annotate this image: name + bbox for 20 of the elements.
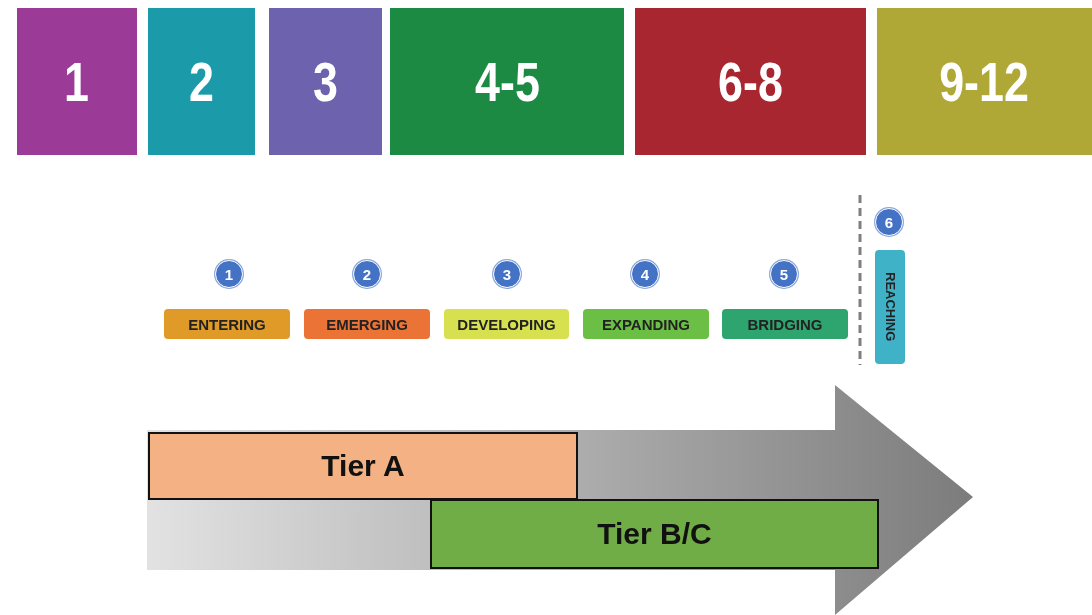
level-number-circle: 2 bbox=[353, 260, 381, 288]
level-bar: EXPANDING bbox=[583, 309, 709, 339]
grade-box: 6-8 bbox=[635, 8, 866, 155]
grade-box: 9-12 bbox=[877, 8, 1092, 155]
grade-box: 4-5 bbox=[390, 8, 624, 155]
grade-box: 3 bbox=[269, 8, 382, 155]
tier-bar: Tier A bbox=[148, 432, 578, 500]
level-bar: DEVELOPING bbox=[444, 309, 569, 339]
grade-box: 2 bbox=[148, 8, 255, 155]
level-number-circle: 5 bbox=[770, 260, 798, 288]
level-bar: ENTERING bbox=[164, 309, 290, 339]
tier-bar: Tier B/C bbox=[430, 499, 879, 569]
level-number-circle: 1 bbox=[215, 260, 243, 288]
level-number-circle: 4 bbox=[631, 260, 659, 288]
grade-box: 1 bbox=[17, 8, 137, 155]
level-bar: BRIDGING bbox=[722, 309, 848, 339]
level-number-circle: 6 bbox=[875, 208, 903, 236]
level-bar: REACHING bbox=[875, 250, 905, 364]
level-number-circle: 3 bbox=[493, 260, 521, 288]
level-bar: EMERGING bbox=[304, 309, 430, 339]
